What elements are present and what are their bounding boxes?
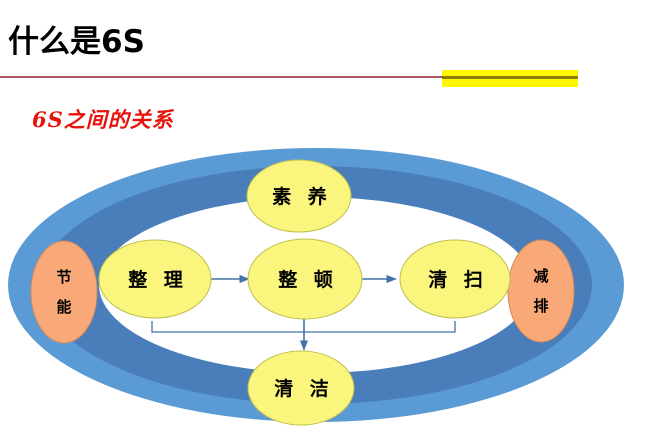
node-seiton-label: 整 顿 [278,268,338,291]
node-seiton[interactable]: 整 顿 [247,238,363,320]
title-divider-rule [0,76,578,78]
node-seiketsu-label: 清 洁 [274,377,334,400]
node-energy-saving-char-2: 能 [56,298,71,316]
node-shitsuke[interactable]: 素 养 [246,159,352,233]
flow-connectors [151,274,456,351]
sixs-relationship-diagram: 节 能 减 排 素 养 整 理 整 顿 清 扫 [0,146,671,433]
node-seiri[interactable]: 整 理 [98,239,212,319]
node-seiso-label: 清 扫 [428,268,488,291]
node-energy-saving-char-1: 节 [56,268,71,286]
node-shitsuke-label: 素 养 [272,185,332,208]
node-emission-reduction-char-1: 减 [533,267,548,285]
node-emission-reduction-char-2: 排 [533,297,548,315]
node-seiri-label: 整 理 [128,268,188,291]
section-subtitle: 6S之间的关系 [32,107,174,132]
title-highlight-line [442,76,578,79]
node-seiso[interactable]: 清 扫 [399,239,511,319]
node-emission-reduction[interactable]: 减 排 [507,239,575,343]
node-seiketsu[interactable]: 清 洁 [247,350,355,426]
page-title: 什么是6S [8,24,145,60]
node-energy-saving[interactable]: 节 能 [30,240,98,344]
